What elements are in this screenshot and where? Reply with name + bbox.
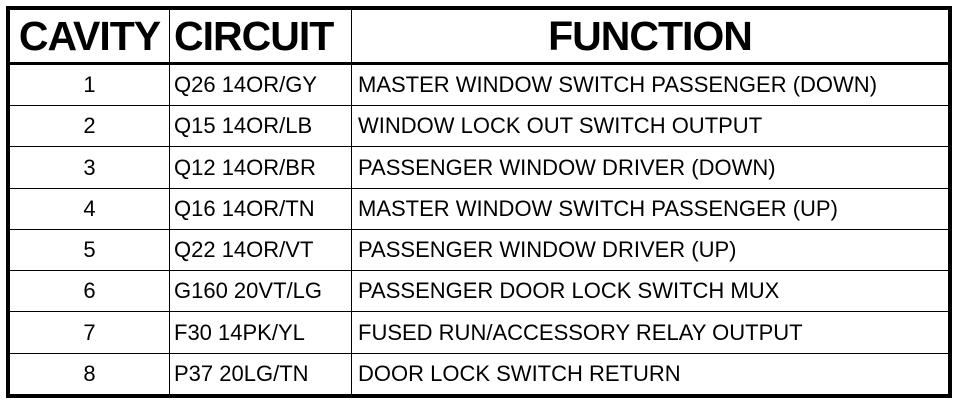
- table-row: 3 Q12 14OR/BR PASSENGER WINDOW DRIVER (D…: [9, 146, 949, 189]
- function-cell: PASSENGER WINDOW DRIVER (UP): [351, 228, 949, 272]
- table-row: 4 Q16 14OR/TN MASTER WINDOW SWITCH PASSE…: [9, 187, 949, 230]
- function-cell: FUSED RUN/ACCESSORY RELAY OUTPUT: [351, 311, 949, 354]
- table-row: 2 Q15 14OR/LB WINDOW LOCK OUT SWITCH OUT…: [9, 105, 949, 148]
- header-circuit: CIRCUIT: [169, 9, 352, 65]
- function-cell: MASTER WINDOW SWITCH PASSENGER (UP): [351, 187, 949, 230]
- table-body: 1 Q26 14OR/GY MASTER WINDOW SWITCH PASSE…: [9, 62, 949, 396]
- cavity-cell: 8: [9, 352, 170, 396]
- cavity-cell: 2: [9, 105, 170, 148]
- table-header: CAVITY CIRCUIT FUNCTION: [9, 9, 949, 65]
- circuit-cell: Q16 14OR/TN: [169, 187, 352, 230]
- function-cell: DOOR LOCK SWITCH RETURN: [351, 352, 949, 396]
- cavity-cell: 7: [9, 311, 170, 354]
- cavity-cell: 4: [9, 187, 170, 230]
- function-cell: PASSENGER WINDOW DRIVER (DOWN): [351, 146, 949, 189]
- table-row: 5 Q22 14OR/VT PASSENGER WINDOW DRIVER (U…: [9, 228, 949, 272]
- table-row: 7 F30 14PK/YL FUSED RUN/ACCESSORY RELAY …: [9, 311, 949, 354]
- function-cell: MASTER WINDOW SWITCH PASSENGER (DOWN): [351, 62, 949, 107]
- cavity-cell: 6: [9, 270, 170, 313]
- table-row: 8 P37 20LG/TN DOOR LOCK SWITCH RETURN: [9, 352, 949, 396]
- connector-pinout-table-frame: CAVITY CIRCUIT FUNCTION 1 Q26 14OR/GY MA…: [6, 6, 952, 398]
- circuit-cell: Q15 14OR/LB: [169, 105, 352, 148]
- header-cavity: CAVITY: [9, 9, 170, 65]
- circuit-cell: Q12 14OR/BR: [169, 146, 352, 189]
- circuit-cell: Q22 14OR/VT: [169, 228, 352, 272]
- cavity-cell: 5: [9, 228, 170, 272]
- cavity-cell: 1: [9, 62, 170, 107]
- connector-pinout-table: CAVITY CIRCUIT FUNCTION 1 Q26 14OR/GY MA…: [9, 9, 949, 396]
- function-cell: WINDOW LOCK OUT SWITCH OUTPUT: [351, 105, 949, 148]
- circuit-cell: P37 20LG/TN: [169, 352, 352, 396]
- table-row: 1 Q26 14OR/GY MASTER WINDOW SWITCH PASSE…: [9, 62, 949, 107]
- circuit-cell: F30 14PK/YL: [169, 311, 352, 354]
- function-cell: PASSENGER DOOR LOCK SWITCH MUX: [351, 270, 949, 313]
- circuit-cell: G160 20VT/LG: [169, 270, 352, 313]
- header-row: CAVITY CIRCUIT FUNCTION: [9, 9, 949, 65]
- circuit-cell: Q26 14OR/GY: [169, 62, 352, 107]
- cavity-cell: 3: [9, 146, 170, 189]
- header-function: FUNCTION: [351, 9, 949, 65]
- table-row: 6 G160 20VT/LG PASSENGER DOOR LOCK SWITC…: [9, 270, 949, 313]
